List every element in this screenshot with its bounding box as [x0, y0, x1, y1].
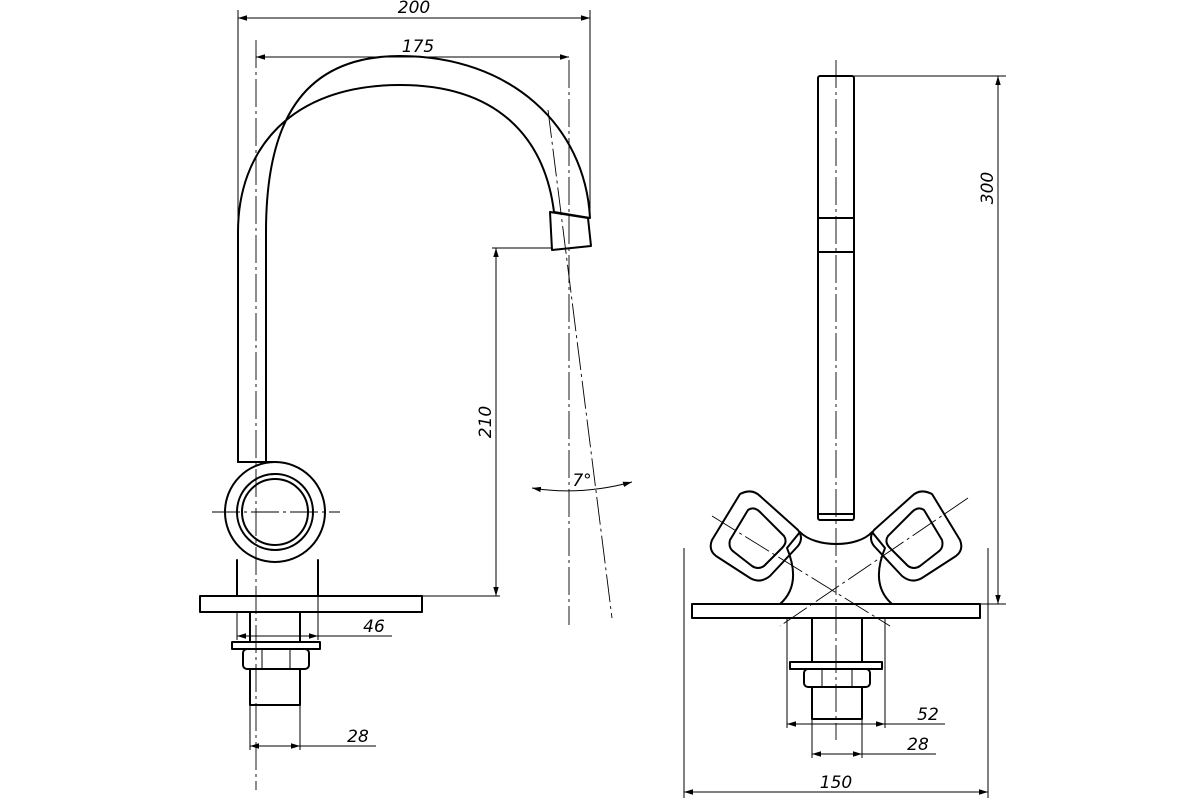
dim-label-175: 175 [402, 37, 434, 57]
aerator-band [549, 211, 592, 251]
dim-label-28-front: 28 [907, 735, 929, 755]
angle-arc [531, 481, 633, 493]
nut-facets-front [821, 669, 853, 687]
nut-front [803, 668, 871, 688]
tilt-axis [547, 109, 613, 619]
washer-side [231, 641, 321, 650]
thread-front [811, 686, 863, 720]
handle-axis-right [779, 497, 969, 627]
side-view: 200 175 210 7° 46 28 [199, 0, 633, 790]
right-handle [870, 490, 963, 582]
base-plate-side [199, 595, 423, 613]
dim-label-angle: 7° [572, 471, 591, 491]
front-view: 300 52 28 150 [683, 60, 1006, 798]
valve-body-front [779, 531, 893, 605]
spout-outline [237, 55, 591, 463]
dim-label-300: 300 [978, 172, 998, 204]
handle-axis-left [711, 515, 891, 627]
dim-label-52: 52 [917, 705, 939, 725]
valve-body-lower [236, 559, 319, 597]
dim-label-210: 210 [476, 406, 496, 438]
dim-label-46: 46 [363, 617, 385, 637]
shank-front [811, 617, 863, 663]
dim-label-28-side: 28 [347, 727, 369, 747]
dim-label-150: 150 [820, 773, 852, 793]
left-handle [709, 490, 802, 582]
shank-side [249, 611, 301, 643]
nut-side [242, 648, 310, 670]
dim-label-200: 200 [398, 0, 430, 18]
nut-facets-side [261, 649, 291, 669]
thread-side [249, 668, 301, 706]
